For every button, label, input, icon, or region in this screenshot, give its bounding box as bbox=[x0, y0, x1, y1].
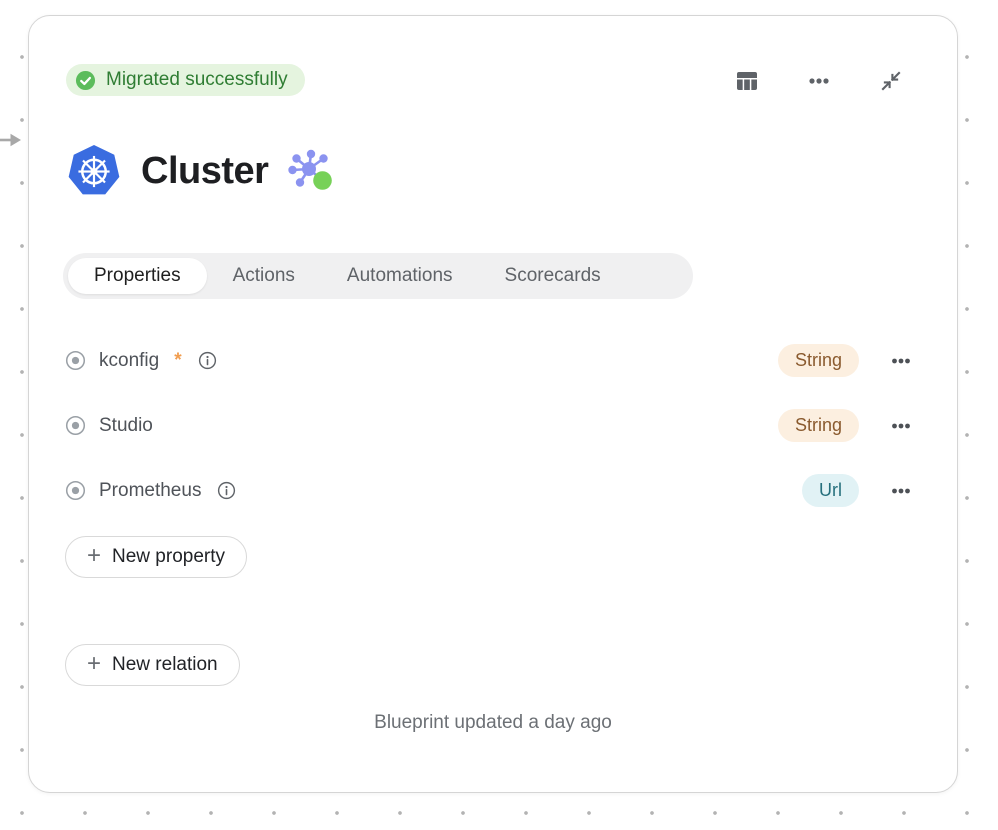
type-badge: String bbox=[777, 409, 859, 442]
tab-actions[interactable]: Actions bbox=[207, 258, 321, 294]
property-row-kconfig: kconfig * String bbox=[65, 328, 913, 393]
status-badge-label: Migrated successfully bbox=[106, 69, 288, 90]
more-horizontal-icon bbox=[892, 358, 910, 363]
property-type-icon bbox=[65, 480, 86, 501]
more-horizontal-icon bbox=[809, 78, 829, 84]
tab-bar: Properties Actions Automations Scorecard… bbox=[63, 253, 693, 299]
collapse-icon bbox=[881, 71, 901, 91]
property-type-icon bbox=[65, 350, 86, 371]
property-row-right: String bbox=[777, 409, 913, 442]
plus-icon: + bbox=[87, 542, 102, 569]
status-badge: Migrated successfully bbox=[66, 64, 305, 96]
type-badge: String bbox=[777, 344, 859, 377]
property-row-left: Prometheus bbox=[65, 480, 236, 502]
property-row-left: Studio bbox=[65, 415, 153, 437]
tab-properties[interactable]: Properties bbox=[68, 258, 207, 294]
new-property-label: New property bbox=[112, 546, 226, 567]
collapse-button[interactable] bbox=[879, 69, 903, 93]
kubernetes-icon bbox=[68, 145, 120, 195]
edge-arrow-icon bbox=[0, 133, 21, 147]
more-options-button[interactable] bbox=[807, 69, 831, 93]
property-name: kconfig bbox=[99, 349, 160, 371]
header-actions bbox=[735, 69, 903, 93]
table-columns-button[interactable] bbox=[735, 69, 759, 93]
check-circle-icon bbox=[75, 70, 96, 90]
row-menu-button[interactable] bbox=[889, 479, 913, 503]
tab-automations[interactable]: Automations bbox=[321, 258, 479, 294]
plus-icon: + bbox=[87, 650, 102, 677]
tab-scorecards[interactable]: Scorecards bbox=[479, 258, 627, 294]
blueprint-card: Migrated successfully bbox=[28, 15, 958, 793]
property-row-studio: Studio String bbox=[65, 393, 913, 458]
page-title: Cluster bbox=[141, 149, 269, 192]
more-horizontal-icon bbox=[892, 488, 910, 493]
property-row-prometheus: Prometheus Url bbox=[65, 458, 913, 523]
new-property-button[interactable]: + New property bbox=[65, 536, 248, 578]
property-row-left: kconfig * bbox=[65, 350, 217, 372]
info-icon bbox=[198, 351, 217, 370]
new-relation-button[interactable]: + New relation bbox=[65, 644, 240, 686]
property-name: Prometheus bbox=[99, 479, 202, 501]
type-badge: Url bbox=[802, 474, 859, 507]
info-icon bbox=[217, 481, 236, 500]
property-name: Studio bbox=[99, 414, 153, 436]
property-row-right: String bbox=[777, 344, 913, 377]
required-marker: * bbox=[174, 349, 182, 371]
blueprint-updated-note: Blueprint updated a day ago bbox=[374, 712, 612, 733]
row-menu-button[interactable] bbox=[889, 414, 913, 438]
title-row: Cluster bbox=[67, 144, 334, 198]
table-columns-icon bbox=[737, 72, 757, 90]
property-list: kconfig * String bbox=[65, 328, 913, 523]
data-model-graph-icon bbox=[288, 149, 333, 190]
property-row-right: Url bbox=[802, 474, 913, 507]
row-menu-button[interactable] bbox=[889, 349, 913, 373]
new-relation-label: New relation bbox=[112, 654, 218, 675]
property-type-icon bbox=[65, 415, 86, 436]
more-horizontal-icon bbox=[892, 423, 910, 428]
